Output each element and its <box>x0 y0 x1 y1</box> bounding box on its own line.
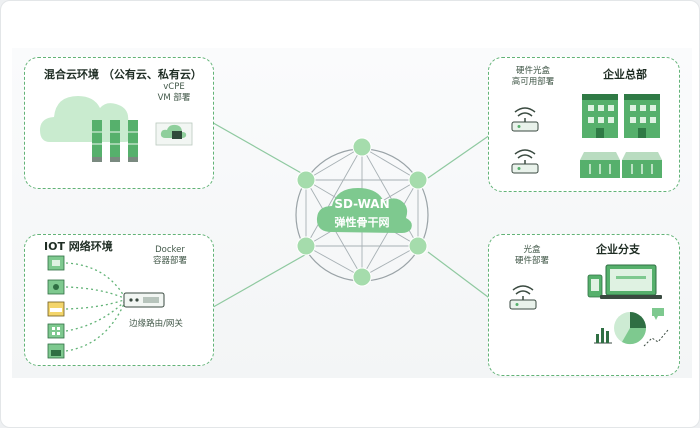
sdwan-title: SD-WAN <box>334 197 390 211</box>
link-hybrid-cloud <box>207 119 311 179</box>
sdwan-subtitle: 弹性骨干网 <box>334 216 390 229</box>
hub-node <box>408 236 428 256</box>
edge-gateway-label: 边缘路由/网关 <box>129 319 183 329</box>
pie-chart-icon <box>614 312 647 345</box>
hub-node <box>352 267 372 287</box>
sdwan-cloud-icon <box>316 188 412 233</box>
wifi-router-icon <box>511 107 539 132</box>
bar-chart-icon <box>594 328 612 344</box>
hybrid-cloud-deploy-label: vCPE VM 部署 <box>157 82 191 103</box>
hq-deploy-label: 硬件光盒 高可用部署 <box>511 66 555 87</box>
network-switch-icon <box>580 152 620 178</box>
building-icon <box>582 94 618 138</box>
iot-title: IOT 网络环境 <box>44 240 113 253</box>
branch-deploy-label: 光盒 硬件部署 <box>514 245 549 266</box>
mesh-nodes <box>296 137 428 287</box>
laptop-icon <box>600 264 662 299</box>
iot-deploy-label: Docker 容器部署 <box>152 245 187 266</box>
cloud-icon <box>40 96 136 142</box>
sdwan-hub <box>295 137 429 287</box>
iot-device-icons <box>47 255 65 359</box>
hub-node <box>296 170 316 190</box>
building-small-icon <box>47 323 65 339</box>
hub-node <box>296 236 316 256</box>
wifi-router-icon <box>511 149 539 174</box>
branch-title: 企业分支 <box>596 243 640 256</box>
iot-dotted-links <box>65 262 125 352</box>
vm-cloud-icon <box>155 122 193 146</box>
server-icon <box>92 120 138 162</box>
building-icon <box>624 94 660 138</box>
hub-node <box>408 170 428 190</box>
wifi-router-icon <box>509 285 537 310</box>
phone-icon <box>587 274 603 298</box>
gateway-icon <box>123 292 165 308</box>
line-chart-icon <box>643 308 669 347</box>
link-hq <box>427 134 491 179</box>
hq-title: 企业总部 <box>603 68 647 81</box>
hub-node <box>352 137 372 157</box>
hybrid-cloud-title: 混合云环境 （公有云、私有云） <box>44 68 202 81</box>
network-switch-icon <box>622 152 662 178</box>
link-iot <box>207 251 311 311</box>
link-branch <box>427 251 493 301</box>
